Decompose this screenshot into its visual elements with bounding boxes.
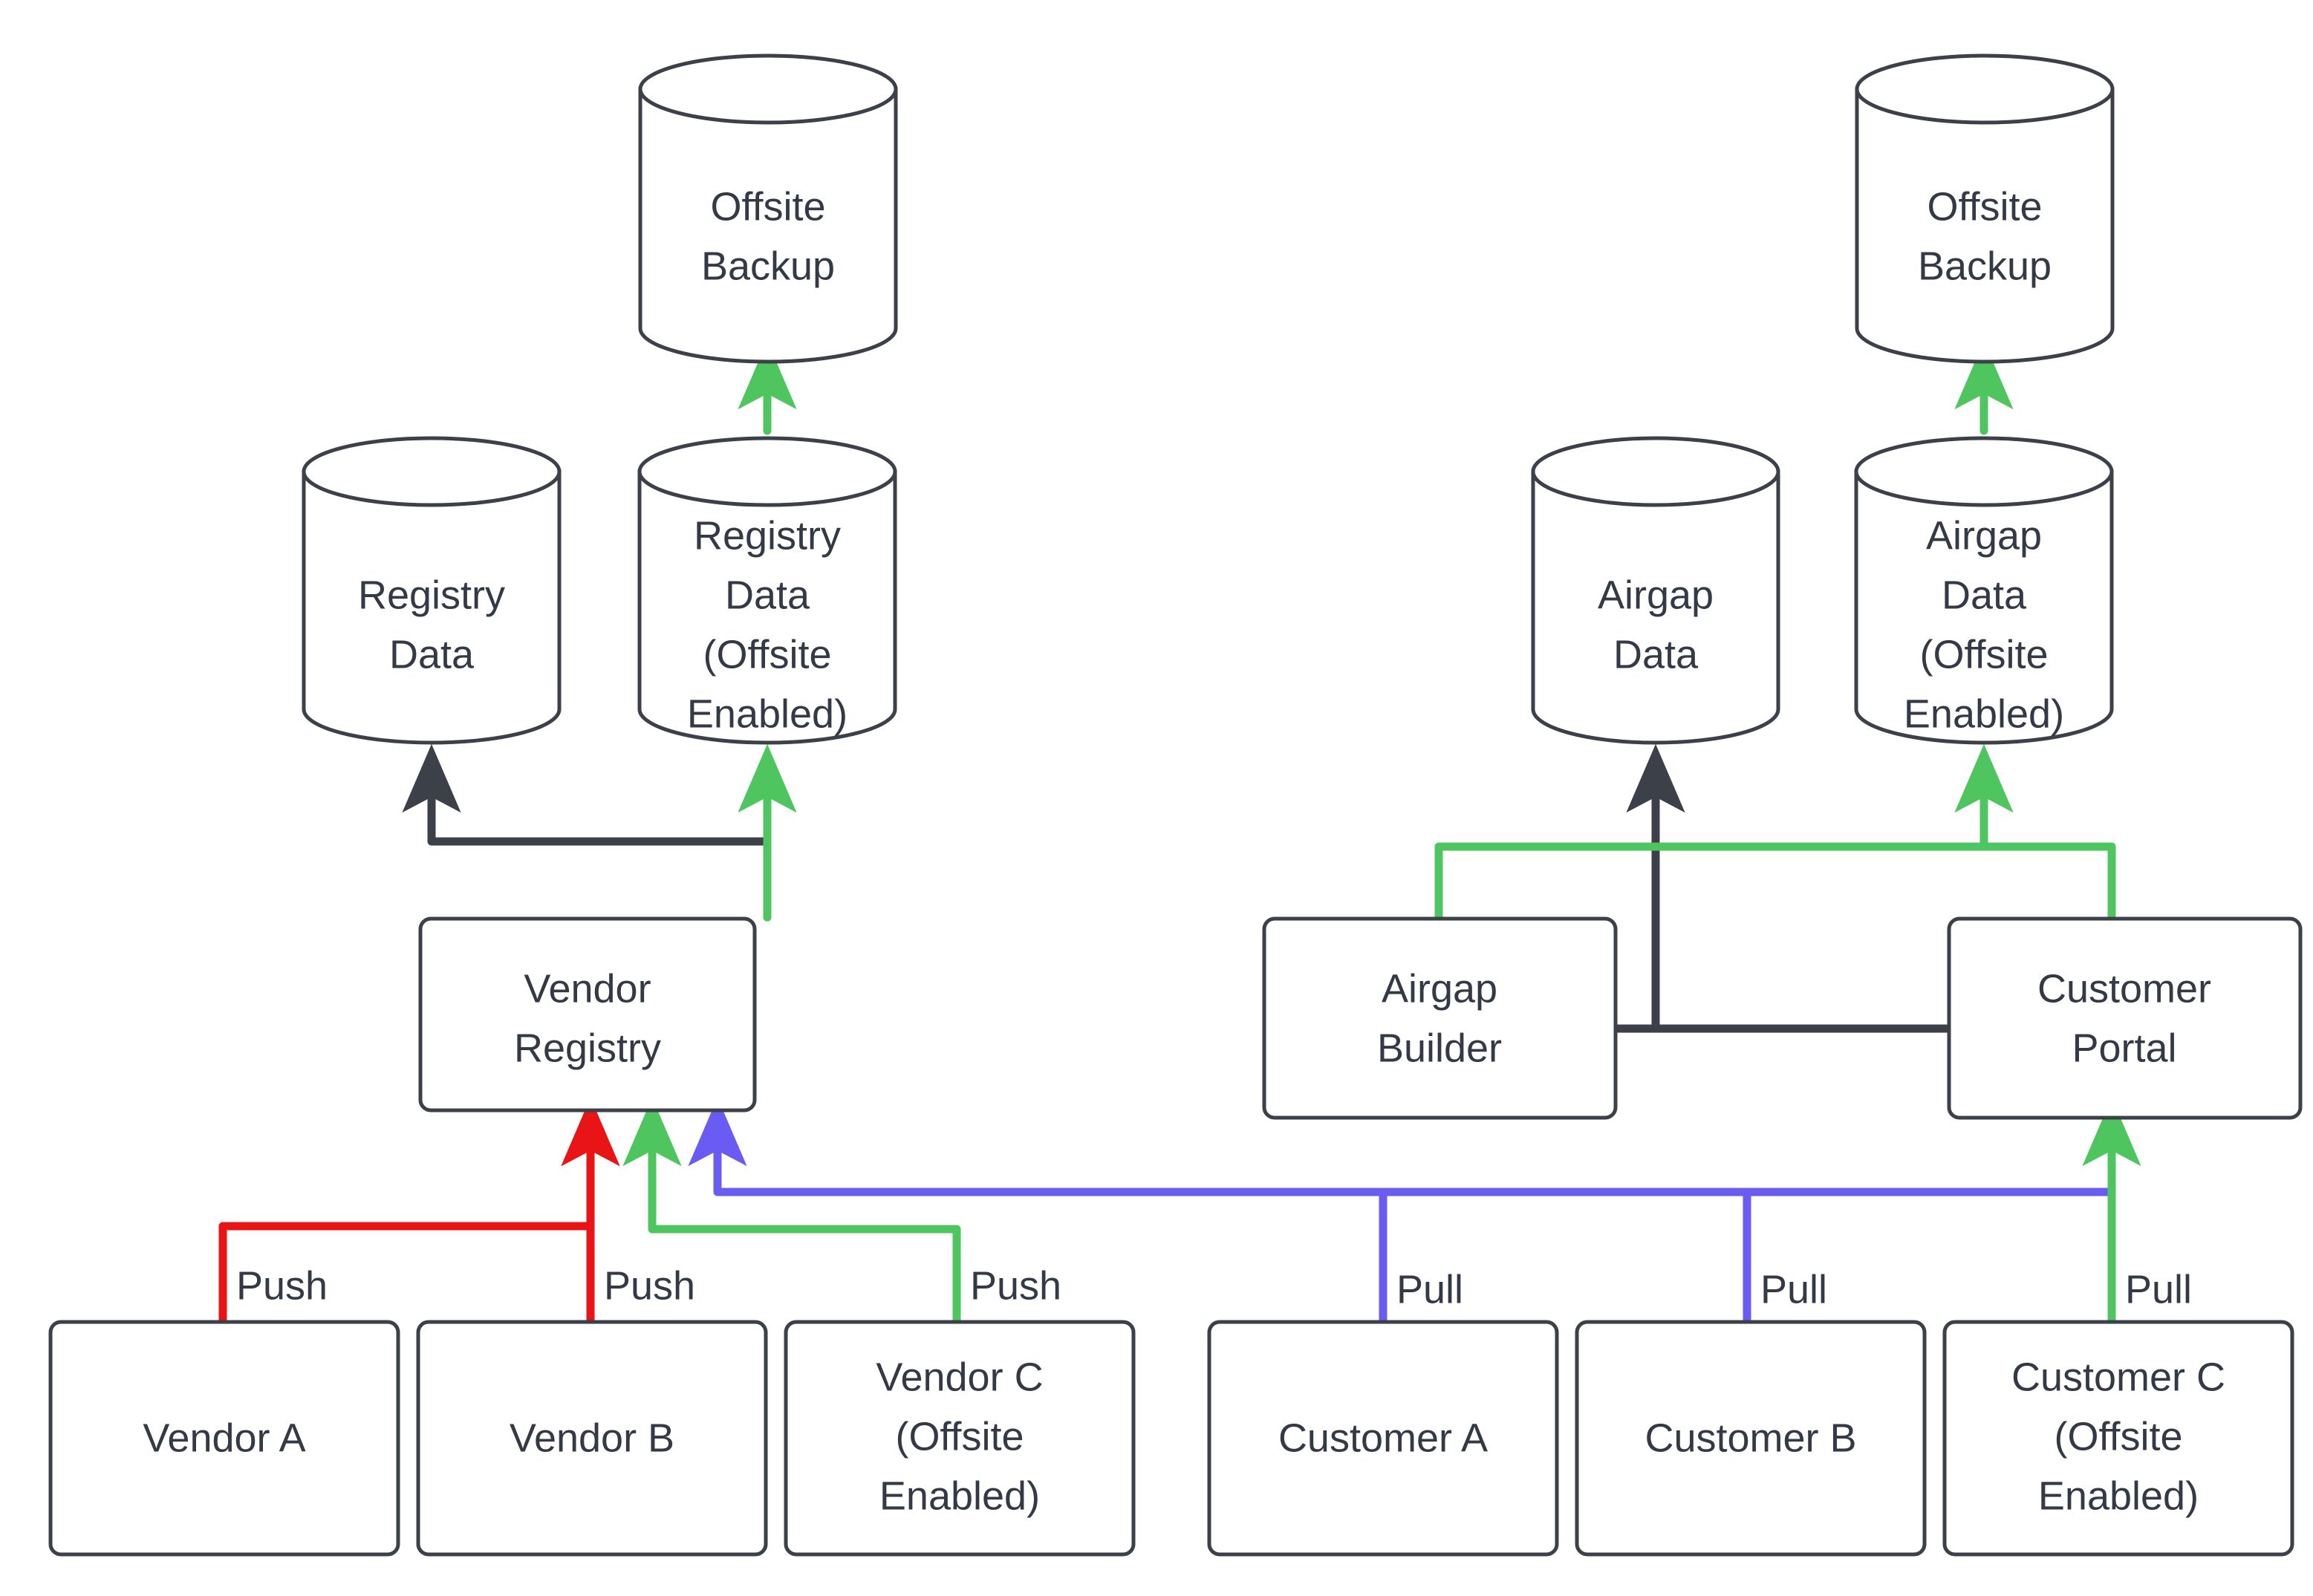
- offsite-backup-left-cylinder-body: [638, 87, 898, 364]
- airgap-data-cylinder-top: [1531, 436, 1780, 507]
- registry-data-offsite-label-line4: Enabled): [687, 691, 848, 736]
- customer-a-label: Customer A: [1278, 1416, 1488, 1460]
- offsite-backup-right-cylinder-body: [1855, 87, 2115, 364]
- registry-data-offsite-label-line1: Registry: [694, 513, 841, 558]
- registry-data-offsite-cylinder-top: [637, 436, 897, 507]
- vendor-c-label-line2: (Offsite: [895, 1414, 1024, 1459]
- customer-b-box: [1575, 1320, 1927, 1557]
- registry-data-label-line2: Data: [389, 632, 475, 677]
- airgap-builder-label-line2: Builder: [1377, 1026, 1502, 1070]
- registry-data-cylinder-top: [302, 436, 562, 507]
- edge-customer-portal-to-vendor-registry: [688, 1097, 2116, 1234]
- vendor-a-box: [48, 1320, 400, 1557]
- edge-label-vendor-c-push: Push: [970, 1263, 1061, 1308]
- node-airgap-data[interactable]: Airgap Data: [1531, 436, 1780, 745]
- edge-label-customer-b-pull: Pull: [1760, 1267, 1827, 1312]
- node-vendor-b[interactable]: Vendor B: [416, 1320, 768, 1557]
- vendor-registry-box: [418, 916, 757, 1113]
- node-registry-data[interactable]: Registry Data: [302, 436, 562, 745]
- offsite-backup-left-label-line1: Offsite: [710, 184, 825, 229]
- edge-label-vendor-a-push: Push: [236, 1263, 328, 1308]
- edge-label-customer-c-pull: Pull: [2125, 1267, 2192, 1312]
- node-customer-c[interactable]: Customer C (Offsite Enabled): [1942, 1320, 2294, 1557]
- customer-c-label-line3: Enabled): [2038, 1473, 2199, 1518]
- airgap-data-offsite-label-line2: Data: [1942, 573, 2027, 617]
- edge-customer-portal-to-airgap-offsite: [1979, 842, 2116, 922]
- customer-c-label-line1: Customer C: [2011, 1355, 2225, 1399]
- edge-label-customer-a-pull: Pull: [1396, 1267, 1463, 1312]
- edge-label-vendor-b-push: Push: [604, 1263, 695, 1308]
- node-vendor-c[interactable]: Vendor C (Offsite Enabled): [784, 1320, 1136, 1557]
- edge-customer-portal-to-airgap-data: [1626, 743, 1953, 1033]
- vendor-c-box: [784, 1320, 1136, 1557]
- edges-layer: [218, 340, 2141, 1325]
- vendor-registry-label-line2: Registry: [514, 1026, 661, 1070]
- registry-data-cylinder-body: [302, 469, 562, 745]
- airgap-data-offsite-label-line4: Enabled): [1904, 691, 2064, 736]
- airgap-data-offsite-cylinder-top: [1854, 436, 2114, 507]
- registry-data-offsite-label-line2: Data: [725, 573, 810, 617]
- node-airgap-builder[interactable]: Airgap Builder: [1262, 916, 1618, 1120]
- offsite-backup-right-label-line2: Backup: [1918, 244, 2052, 288]
- node-airgap-data-offsite[interactable]: Airgap Data (Offsite Enabled): [1854, 436, 2114, 745]
- vendor-b-label: Vendor B: [510, 1416, 674, 1460]
- offsite-backup-right-cylinder-top: [1855, 53, 2115, 125]
- node-vendor-a[interactable]: Vendor A: [48, 1320, 400, 1557]
- customer-c-box: [1942, 1320, 2294, 1557]
- airgap-builder-label-line1: Airgap: [1382, 966, 1497, 1011]
- vendor-registry-label-line1: Vendor: [524, 966, 651, 1011]
- airgap-data-offsite-label-line1: Airgap: [1926, 513, 2042, 558]
- registry-data-offsite-label-line3: (Offsite: [703, 632, 831, 677]
- edge-labels-layer: Push Push Push Pull Pull Pull: [236, 1263, 2192, 1312]
- node-offsite-backup-right[interactable]: Offsite Backup: [1855, 53, 2115, 364]
- offsite-backup-right-label-line1: Offsite: [1927, 184, 2042, 229]
- offsite-backup-left-cylinder-top: [638, 53, 898, 125]
- vendor-c-label-line3: Enabled): [879, 1473, 1040, 1518]
- customer-portal-label-line1: Customer: [2037, 966, 2211, 1011]
- vendor-a-label: Vendor A: [143, 1416, 305, 1460]
- edge-vendor-registry-to-registry-data: [402, 743, 772, 922]
- airgap-builder-box: [1262, 916, 1618, 1120]
- offsite-backup-left-label-line2: Backup: [701, 244, 835, 288]
- edge-vendor-c-push: [622, 1097, 961, 1325]
- vendor-c-label-line1: Vendor C: [876, 1355, 1043, 1399]
- airgap-data-offsite-label-line3: (Offsite: [1919, 632, 2048, 677]
- node-customer-b[interactable]: Customer B: [1575, 1320, 1927, 1557]
- registry-data-offsite-cylinder-body: [637, 469, 897, 745]
- vendor-b-box: [416, 1320, 768, 1557]
- customer-c-label-line2: (Offsite: [2054, 1414, 2182, 1459]
- airgap-data-cylinder-body: [1531, 469, 1780, 745]
- customer-portal-box: [1947, 916, 2303, 1120]
- node-offsite-backup-left[interactable]: Offsite Backup: [638, 53, 898, 364]
- airgap-data-label-line1: Airgap: [1598, 573, 1714, 617]
- registry-data-label-line1: Registry: [358, 573, 505, 617]
- airgap-data-label-line2: Data: [1613, 632, 1699, 677]
- customer-a-box: [1207, 1320, 1559, 1557]
- edge-airgap-builder-to-airgap-offsite: [1434, 743, 2014, 922]
- customer-portal-label-line2: Portal: [2072, 1026, 2176, 1070]
- airgap-data-offsite-cylinder-body: [1854, 469, 2114, 745]
- node-customer-a[interactable]: Customer A: [1207, 1320, 1559, 1557]
- node-registry-data-offsite[interactable]: Registry Data (Offsite Enabled): [637, 436, 897, 745]
- customer-b-label: Customer B: [1645, 1416, 1856, 1460]
- node-vendor-registry[interactable]: Vendor Registry: [418, 916, 757, 1113]
- node-customer-portal[interactable]: Customer Portal: [1947, 916, 2303, 1120]
